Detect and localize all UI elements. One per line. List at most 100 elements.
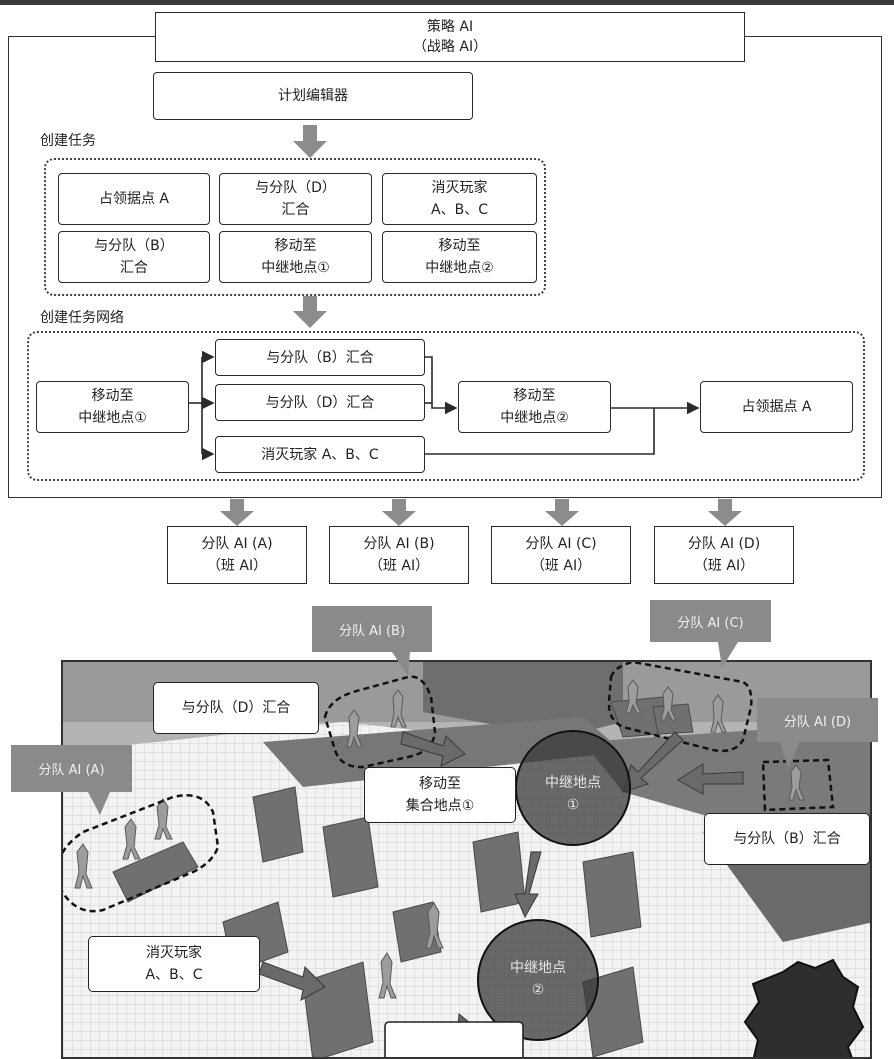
move-arrow-d xyxy=(677,763,744,795)
relay-1-line2: ① xyxy=(566,797,580,813)
move-arrow-down xyxy=(514,851,542,919)
squad-ai-b-line2: （班 AI） xyxy=(368,558,430,574)
network-meet-b: 与分队（B）汇合 xyxy=(215,339,425,376)
relay-2-line2: ② xyxy=(531,982,545,998)
task-move-relay-1-line2: 中继地点① xyxy=(261,260,330,276)
arrow-to-squad-d xyxy=(708,499,742,526)
arrow-tasks-to-network xyxy=(293,296,327,328)
tag-d-pointer xyxy=(780,742,800,768)
scene-move-line2: 集合地点① xyxy=(405,798,475,814)
network-relay2-line1: 移动至 xyxy=(513,388,556,404)
objective-marker xyxy=(743,958,865,1057)
soldier-c3 xyxy=(710,694,727,733)
scene-destroy-line1: 消灭玩家 xyxy=(146,945,202,961)
squad-ai-c: 分队 AI (C) （班 AI） xyxy=(491,526,631,584)
arrow-to-squad-b xyxy=(382,499,416,526)
squad-ai-c-line1: 分队 AI (C) xyxy=(525,536,597,552)
move-arrow-left xyxy=(258,961,326,1001)
squad-ai-a-line2: （班 AI） xyxy=(206,558,268,574)
network-destroy-label: 消灭玩家 A、B、C xyxy=(261,446,379,463)
relay-point-2-label: 中继地点 ② xyxy=(483,957,593,1001)
plan-editor-box: 计划编辑器 xyxy=(153,72,473,120)
scene-meet-d-text: 与分队（D）汇合 xyxy=(181,700,291,716)
network-destroy-players: 消灭玩家 A、B、C xyxy=(215,436,425,473)
squad-ai-d-line1: 分队 AI (D) xyxy=(687,536,761,552)
soldier-a3 xyxy=(154,798,173,840)
squad-ai-a: 分队 AI (A) （班 AI） xyxy=(167,526,307,584)
link-meet-b-merge xyxy=(425,356,458,415)
tag-squad-a: 分队 AI (A) xyxy=(11,745,132,792)
tag-squad-b: 分队 AI (B) xyxy=(312,606,432,652)
network-move-relay-2: 移动至 中继地点② xyxy=(458,381,611,433)
soldier-c1 xyxy=(625,679,642,714)
move-arrow-b xyxy=(400,731,466,767)
scene-bottom-label-stub xyxy=(384,1021,524,1057)
task-meet-b-line1: 与分队（B） xyxy=(94,238,174,254)
task-occupy-a: 占领据点 A xyxy=(58,173,210,225)
create-tasks-label: 创建任务 xyxy=(40,133,96,149)
create-network-label: 创建任务网络 xyxy=(40,310,124,326)
squad-ai-b-line1: 分队 AI (B) xyxy=(363,536,435,552)
tag-squad-b-label: 分队 AI (B) xyxy=(338,623,406,639)
soldier-b1 xyxy=(346,709,363,748)
network-meet-d-label: 与分队（D）汇合 xyxy=(265,394,375,411)
soldier-a1 xyxy=(74,843,93,889)
task-move-relay-2: 移动至 中继地点② xyxy=(382,231,537,283)
scene-label-meet-b: 与分队（B）汇合 xyxy=(704,813,870,865)
task-meet-b-line2: 汇合 xyxy=(120,260,148,276)
scene-label-destroy: 消灭玩家 A、B、C xyxy=(88,936,260,992)
squad-ai-c-line2: （班 AI） xyxy=(530,558,592,574)
top-edge-strip xyxy=(0,0,894,5)
arrow-to-squad-c xyxy=(545,499,579,526)
scene-meet-b-text: 与分队（B）汇合 xyxy=(733,831,841,847)
network-start-line1: 移动至 xyxy=(91,388,134,404)
move-arrow-c xyxy=(622,731,684,793)
network-occupy-label: 占领据点 A xyxy=(741,399,812,415)
relay-point-1-circle xyxy=(515,730,631,846)
task-move-relay-2-line1: 移动至 xyxy=(438,238,481,254)
soldier-d1 xyxy=(788,764,805,801)
tag-b-pointer xyxy=(392,652,410,676)
arrow-to-squad-a xyxy=(220,499,254,526)
soldier-enemy-2 xyxy=(378,952,397,999)
task-meet-d-line2: 汇合 xyxy=(281,202,310,218)
network-meet-b-label: 与分队（B）汇合 xyxy=(266,349,374,366)
strategy-ai-subtitle: （战略 AI） xyxy=(412,39,488,55)
task-destroy-line1: 消灭玩家 xyxy=(431,180,488,196)
tag-squad-c: 分队 AI (C) xyxy=(650,600,771,642)
soldier-b2 xyxy=(390,689,407,728)
tag-a-pointer xyxy=(88,792,110,815)
tag-squad-a-label: 分队 AI (A) xyxy=(38,763,105,778)
strategy-ai-title: 策略 AI xyxy=(426,19,474,35)
relay-2-line1: 中继地点 xyxy=(510,960,566,976)
squad-a-enclosure xyxy=(63,794,220,913)
relay-point-1-label: 中继地点 ① xyxy=(518,772,628,816)
soldier-a2 xyxy=(122,818,141,860)
task-meet-d-line1: 与分队（D） xyxy=(255,180,336,196)
tag-c-pointer xyxy=(718,642,738,668)
task-destroy-line2: A、B、C xyxy=(431,202,488,218)
arrow-editor-to-tasks xyxy=(293,125,327,158)
scene-move-line1: 移动至 xyxy=(419,776,461,792)
plan-editor-label: 计划编辑器 xyxy=(278,88,348,104)
task-meet-d: 与分队（D） 汇合 xyxy=(219,173,372,225)
diagram-connectors xyxy=(189,125,742,526)
task-group xyxy=(44,158,546,296)
tag-squad-d-label: 分队 AI (D) xyxy=(783,714,852,730)
network-relay2-line2: 中继地点② xyxy=(500,410,569,426)
network-meet-d: 与分队（D）汇合 xyxy=(215,384,425,421)
task-move-relay-1-line1: 移动至 xyxy=(274,238,317,254)
link-destroy-to-occupy xyxy=(425,408,655,455)
task-destroy-players: 消灭玩家 A、B、C xyxy=(382,173,537,225)
squad-ai-d: 分队 AI (D) （班 AI） xyxy=(654,526,794,584)
task-move-relay-1: 移动至 中继地点① xyxy=(219,231,372,283)
scene-label-move: 移动至 集合地点① xyxy=(364,767,516,823)
scene-destroy-line2: A、B、C xyxy=(145,967,203,983)
crate-1 xyxy=(252,786,304,863)
network-start-line2: 中继地点① xyxy=(78,410,147,426)
network-move-relay-1: 移动至 中继地点① xyxy=(36,381,189,433)
task-network-group xyxy=(27,331,865,481)
squad-d-enclosure xyxy=(761,758,835,812)
crate-2 xyxy=(322,816,379,898)
task-meet-b: 与分队（B） 汇合 xyxy=(58,231,210,283)
